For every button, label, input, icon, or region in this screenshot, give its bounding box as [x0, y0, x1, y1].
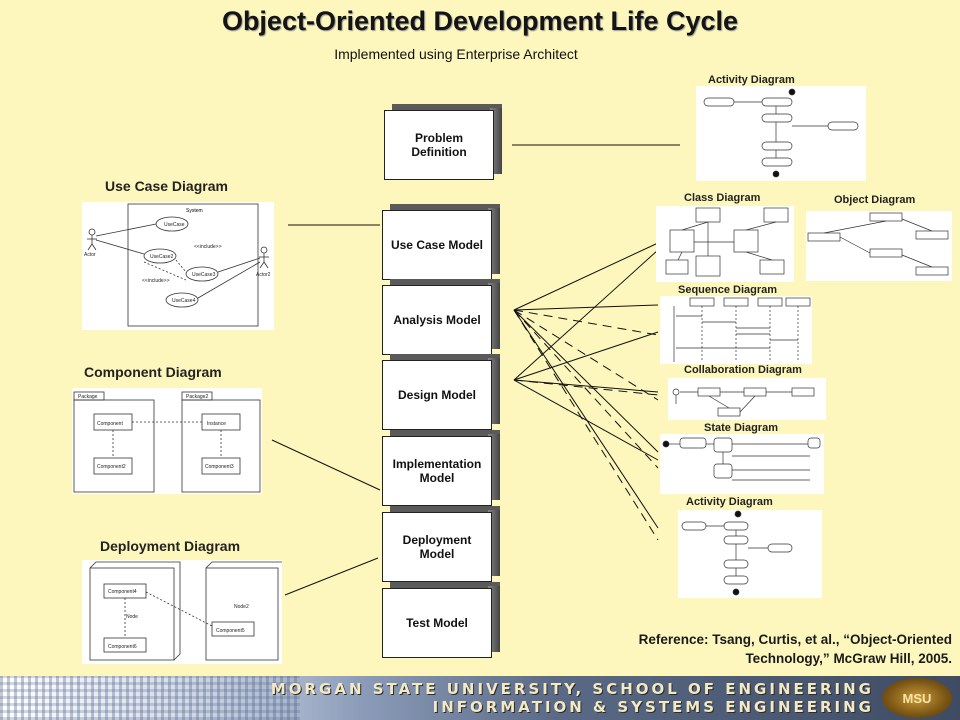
model-implementation: Implementation Model — [382, 430, 500, 506]
footer-grid-pattern — [0, 676, 300, 720]
connector-dashed-1 — [513, 309, 659, 336]
footer-line-2: Information & Systems Engineering — [432, 698, 874, 716]
package-label: Package2 — [186, 394, 208, 400]
object-diagram-thumbnail — [806, 211, 952, 281]
model-deployment: Deployment Model — [382, 506, 500, 582]
reference-text: Reference: Tsang, Curtis, et al., “Objec… — [638, 632, 952, 666]
component-label: Component2 — [97, 464, 126, 470]
object-diagram-title: Object Diagram — [834, 194, 916, 206]
actor-label: Actor2 — [256, 272, 271, 278]
component-label: Component — [97, 421, 123, 427]
component-diagram-title: Component Diagram — [84, 364, 222, 380]
page-title: Object-Oriented Development Life Cycle — [221, 6, 739, 36]
activity-diagram-bottom-thumbnail — [678, 510, 822, 598]
page-subtitle: Implemented using Enterprise Architect — [334, 46, 578, 62]
connector-dashed-2 — [513, 309, 659, 401]
package-label: Package — [78, 394, 98, 400]
use-case-diagram-thumbnail: System Actor Actor2 UseCase UseCase2 Use… — [82, 202, 274, 330]
connector-design-state — [513, 379, 659, 461]
connector-dashed-4 — [513, 309, 659, 541]
actor-label: Actor — [84, 252, 96, 258]
usecase-label: UseCase2 — [150, 254, 174, 260]
sequence-diagram-title: Sequence Diagram — [678, 284, 778, 296]
footer-banner: Morgan State University, School of Engin… — [0, 676, 960, 720]
connector-design-sequence — [513, 331, 659, 381]
model-test: Test Model — [382, 582, 500, 658]
component-label: Component5 — [216, 628, 245, 634]
collaboration-diagram-thumbnail — [668, 378, 826, 420]
connector-deployment-diagram — [284, 557, 379, 596]
msu-logo: MSU — [882, 678, 952, 718]
system-label: System — [186, 208, 203, 214]
usecase-label: UseCase — [164, 222, 185, 228]
connector-analysis-sequence — [513, 304, 659, 311]
node-label: Node — [126, 614, 138, 620]
class-diagram-thumbnail — [656, 206, 794, 282]
connector-design-collab — [513, 379, 659, 393]
model-design: Design Model — [382, 354, 500, 430]
footer-line-1: Morgan State University, School of Engin… — [270, 680, 874, 698]
sequence-diagram-thumbnail — [660, 296, 812, 364]
deployment-diagram-thumbnail: Component4 Component5 Component6 Node No… — [82, 560, 282, 664]
collaboration-diagram-title: Collaboration Diagram — [684, 364, 802, 376]
relation-label: <<include>> — [194, 244, 222, 250]
relation-label: <<include>> — [142, 278, 170, 284]
deployment-diagram-title: Deployment Diagram — [100, 538, 241, 554]
model-use-case: Use Case Model — [382, 204, 500, 280]
connector-design-class — [513, 249, 659, 381]
model-problem-definition: Problem Definition — [384, 104, 502, 180]
use-case-diagram-title: Use Case Diagram — [105, 178, 228, 194]
activity-diagram-bottom-title: Activity Diagram — [686, 496, 773, 508]
model-analysis: Analysis Model — [382, 279, 500, 355]
connector-dashed-3 — [513, 309, 659, 469]
class-diagram-title: Class Diagram — [684, 192, 761, 204]
state-diagram-title: State Diagram — [704, 422, 778, 434]
component-diagram-thumbnail: Package Package2 Component Component2 In… — [72, 388, 262, 494]
connector-analysis-state — [513, 309, 659, 453]
component-label: Instance — [207, 421, 226, 427]
activity-diagram-top-title: Activity Diagram — [708, 74, 795, 86]
connector-analysis-activity — [513, 309, 659, 529]
usecase-label: UseCase3 — [192, 272, 216, 278]
component-label: Component3 — [205, 464, 234, 470]
component-label: Component6 — [108, 644, 137, 650]
connector-analysis-class — [513, 242, 659, 311]
component-label: Component4 — [108, 589, 137, 595]
connector-component-implementation — [271, 439, 381, 491]
state-diagram-thumbnail — [660, 434, 824, 494]
node-label: Node2 — [234, 604, 249, 610]
activity-diagram-top-thumbnail — [696, 86, 866, 181]
connector-dashed-5 — [513, 379, 659, 396]
usecase-label: UseCase4 — [172, 298, 196, 304]
